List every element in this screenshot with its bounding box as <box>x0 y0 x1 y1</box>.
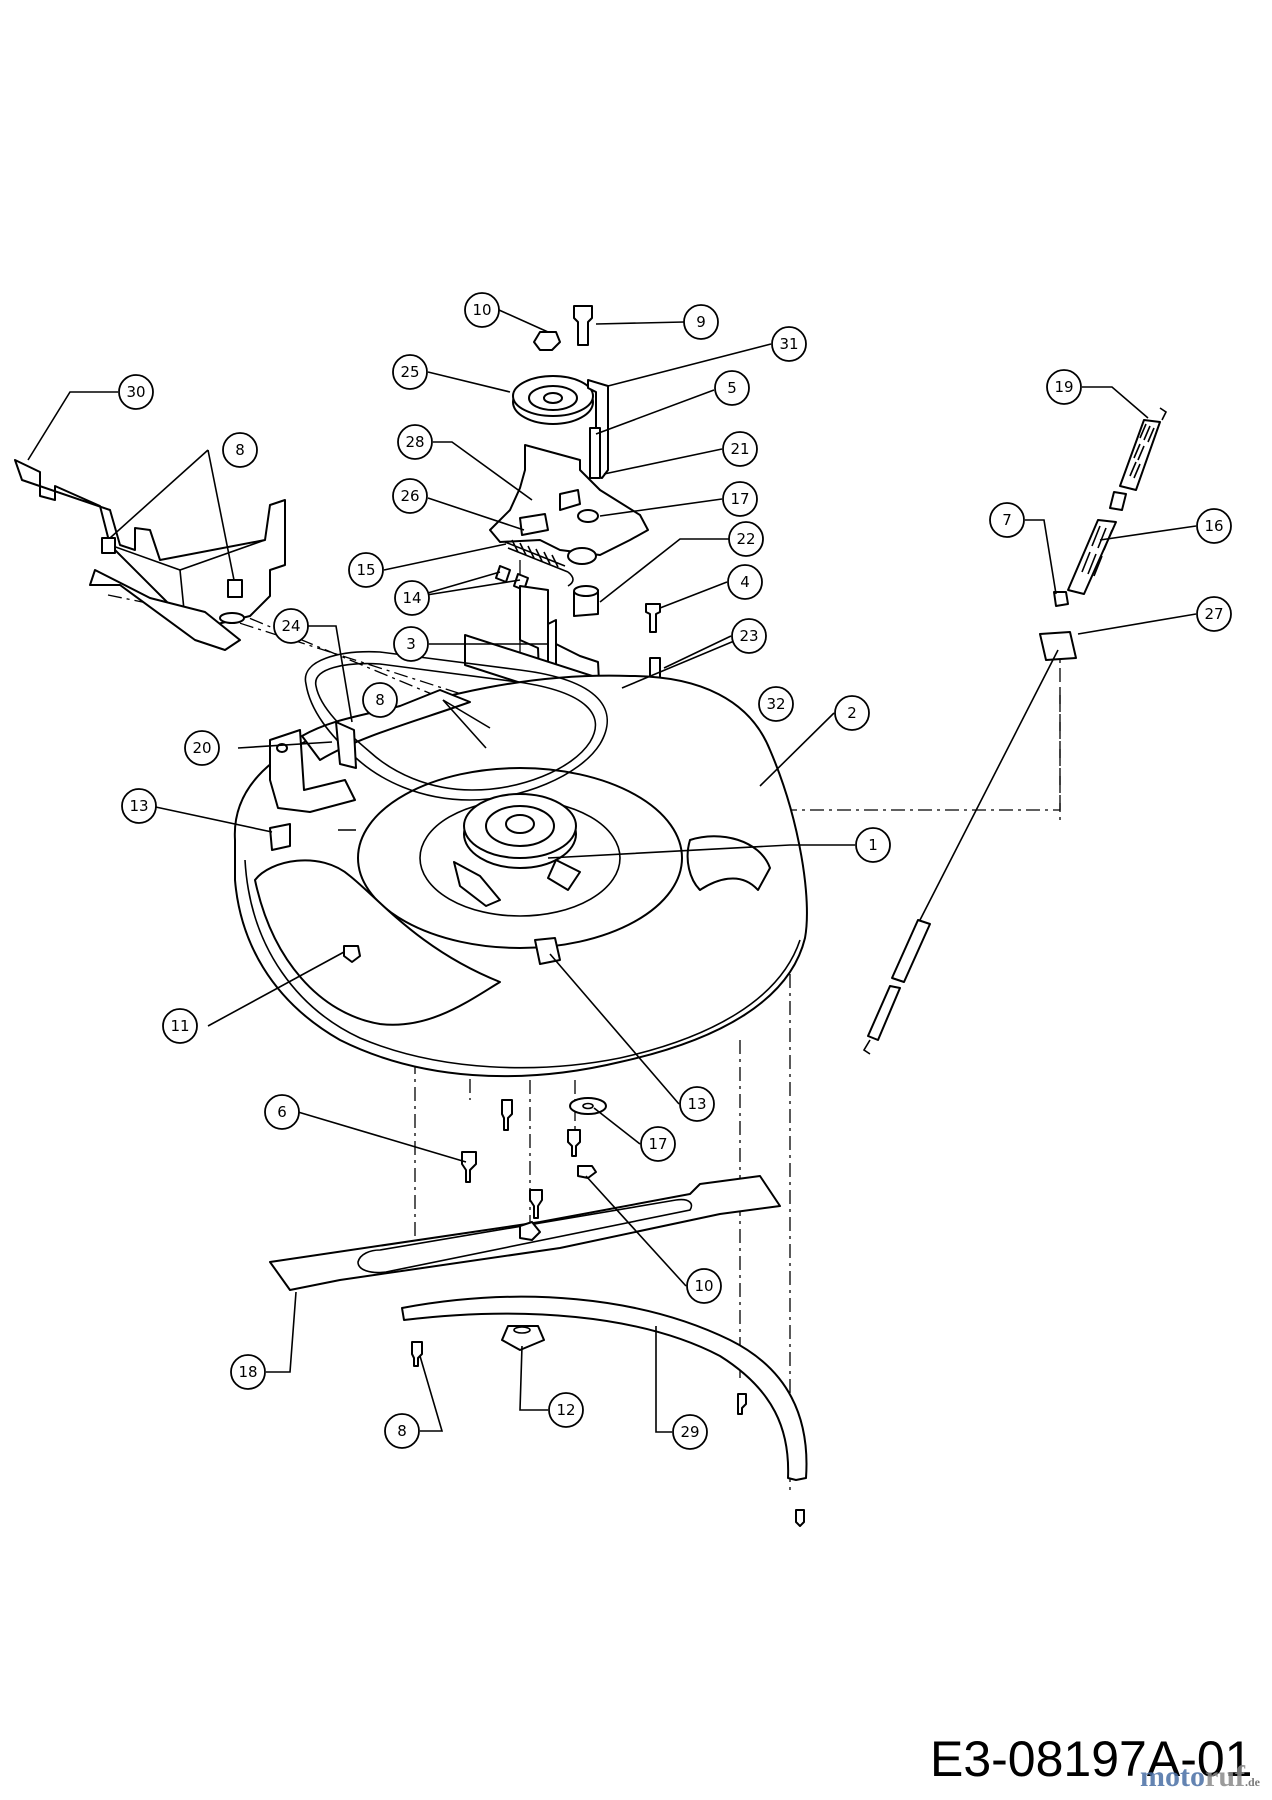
callout-8: 8 <box>362 682 398 718</box>
callout-label: 16 <box>1204 517 1223 535</box>
callout-label: 9 <box>696 313 706 331</box>
callout-label: 26 <box>400 487 419 505</box>
callout-label: 21 <box>730 440 749 458</box>
callout-label: 7 <box>1002 511 1012 529</box>
callout-label: 5 <box>727 379 737 397</box>
leader-lines <box>27 309 1197 1433</box>
callout-label: 15 <box>356 561 375 579</box>
callout-label: 12 <box>556 1401 575 1419</box>
callout-15: 15 <box>348 552 384 588</box>
callout-2: 2 <box>834 695 870 731</box>
callout-label: 3 <box>406 635 416 653</box>
callout-label: 17 <box>648 1135 667 1153</box>
callout-17: 17 <box>722 481 758 517</box>
callout-22: 22 <box>728 521 764 557</box>
callout-label: 30 <box>126 383 145 401</box>
blade-hardware <box>461 1097 607 1219</box>
callout-label: 22 <box>736 530 755 548</box>
callout-12: 12 <box>548 1392 584 1428</box>
callout-label: 25 <box>400 363 419 381</box>
callout-label: 18 <box>238 1363 257 1381</box>
callout-label: 24 <box>281 617 300 635</box>
callout-24: 24 <box>273 608 309 644</box>
callout-30: 30 <box>118 374 154 410</box>
callout-label: 13 <box>687 1095 706 1113</box>
callout-label: 8 <box>397 1422 407 1440</box>
callout-label: 13 <box>129 797 148 815</box>
callout-label: 29 <box>680 1423 699 1441</box>
callout-16: 16 <box>1196 508 1232 544</box>
callout-20: 20 <box>184 730 220 766</box>
bracket-part-20 <box>269 721 357 813</box>
callout-label: 19 <box>1054 378 1073 396</box>
callout-13: 13 <box>121 788 157 824</box>
callout-10: 10 <box>464 292 500 328</box>
callout-label: 23 <box>739 627 758 645</box>
callout-label: 6 <box>277 1103 287 1121</box>
callout-label: 10 <box>472 301 491 319</box>
drawing-number: E3-08197A-01 <box>930 1731 1253 1787</box>
callout-26: 26 <box>392 478 428 514</box>
protector-bar-part-29 <box>401 1295 808 1527</box>
control-cable-assembly <box>862 407 1168 1055</box>
callout-23: 23 <box>731 618 767 654</box>
nut-part-11 <box>343 945 361 963</box>
callout-8: 8 <box>222 432 258 468</box>
callout-8: 8 <box>384 1413 420 1449</box>
callout-label: 31 <box>779 335 798 353</box>
idler-assembly <box>464 305 661 721</box>
spindle-pulley-part-1 <box>453 793 581 907</box>
callout-17: 17 <box>640 1126 676 1162</box>
callout-label: 8 <box>235 441 245 459</box>
callout-label: 4 <box>740 573 750 591</box>
callout-5: 5 <box>714 370 750 406</box>
callout-21: 21 <box>722 431 758 467</box>
callout-label: 14 <box>402 589 421 607</box>
callout-31: 31 <box>771 326 807 362</box>
callout-19: 19 <box>1046 369 1082 405</box>
callout-10: 10 <box>686 1268 722 1304</box>
callout-label: 8 <box>375 691 385 709</box>
callout-14: 14 <box>394 580 430 616</box>
watermark-logo: motoruf.de <box>1140 1760 1260 1794</box>
callout-28: 28 <box>397 424 433 460</box>
callout-11: 11 <box>162 1008 198 1044</box>
callout-1: 1 <box>855 827 891 863</box>
callout-6: 6 <box>264 1094 300 1130</box>
mower-deck-part-2 <box>233 674 808 1078</box>
watermark-text-a: moto <box>1140 1760 1205 1793</box>
callout-25: 25 <box>392 354 428 390</box>
callout-18: 18 <box>230 1354 266 1390</box>
callout-9: 9 <box>683 304 719 340</box>
callout-label: 2 <box>847 704 857 722</box>
callout-32: 32 <box>758 686 794 722</box>
callout-label: 20 <box>192 739 211 757</box>
callout-label: 10 <box>694 1277 713 1295</box>
mower-blade-part-18 <box>269 1175 781 1291</box>
watermark-text-b: ruf <box>1205 1760 1245 1793</box>
callout-label: 28 <box>405 433 424 451</box>
callout-label: 1 <box>868 836 878 854</box>
callout-label: 27 <box>1204 605 1223 623</box>
callout-7: 7 <box>989 502 1025 538</box>
callout-29: 29 <box>672 1414 708 1450</box>
callout-label: 11 <box>170 1017 189 1035</box>
callout-label: 32 <box>766 695 785 713</box>
belt-guard-part-30 <box>14 459 286 651</box>
callouts: 10 9 31 25 5 30 28 21 8 26 17 22 15 4 14… <box>118 292 1232 1450</box>
callout-27: 27 <box>1196 596 1232 632</box>
callout-3: 3 <box>393 626 429 662</box>
callout-label: 17 <box>730 490 749 508</box>
watermark-suffix: .de <box>1245 1775 1260 1789</box>
callout-4: 4 <box>727 564 763 600</box>
callout-13: 13 <box>679 1086 715 1122</box>
